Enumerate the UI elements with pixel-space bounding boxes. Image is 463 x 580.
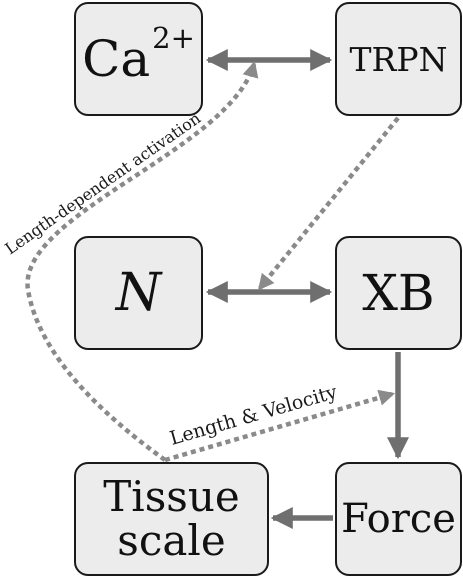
node-calcium-superscript: 2+: [152, 21, 195, 56]
node-trpn-label: TRPN: [349, 39, 448, 79]
node-trpn: TRPN: [335, 2, 462, 116]
node-n: N: [74, 236, 203, 350]
node-calcium-base: Ca: [82, 30, 151, 88]
node-xb-label: XB: [362, 264, 435, 322]
dotted-arrow-trpn-to-nxb: [257, 116, 400, 291]
node-tissue-line1: Tissue: [103, 472, 240, 521]
dotted-arrow-length-dependent-activation: [25, 60, 259, 462]
node-force-label: Force: [341, 496, 456, 542]
node-n-label: N: [115, 263, 162, 323]
node-tissue-line2: scale: [117, 516, 226, 565]
node-tissue-scale: Tissue scale: [74, 462, 269, 576]
dotted-arrow-length-velocity: [164, 389, 396, 463]
node-force: Force: [335, 462, 462, 576]
node-xb: XB: [335, 236, 462, 350]
